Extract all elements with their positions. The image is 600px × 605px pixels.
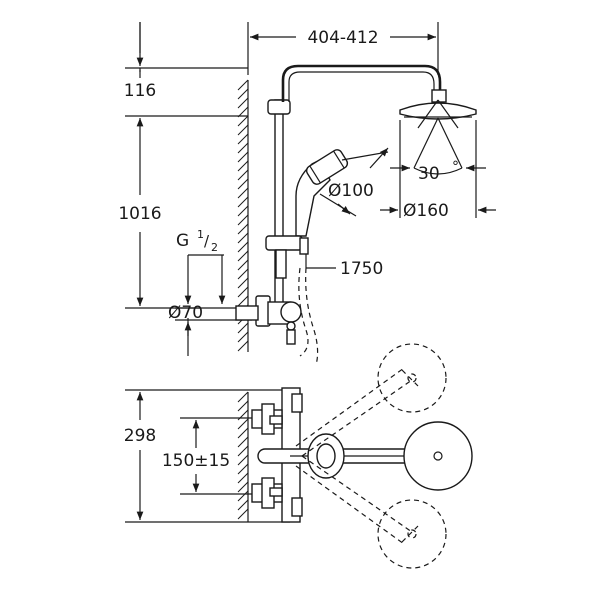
wall-hatch-line (237, 142, 249, 154)
wall-hatch-line (237, 88, 249, 100)
wall-hatch-line (237, 508, 249, 520)
wall-hatch-line (237, 286, 249, 298)
dim-hose-length: 1750 (298, 259, 383, 366)
label-thread-num: 1 (197, 228, 204, 241)
wall-hatch-line (237, 205, 249, 217)
dim-thread: G 1 / 2 Ø70 (168, 228, 252, 356)
wall-hatch-line (237, 115, 249, 127)
slide-holder (265, 235, 309, 279)
wall-hatch-line (237, 268, 249, 280)
wall-hatch-line (237, 106, 249, 118)
wall-hatch-line (237, 445, 249, 457)
arm-top (257, 421, 473, 491)
shower-rail (267, 64, 442, 306)
label-thread-slash: / (204, 232, 210, 250)
wall-hatch-line (237, 223, 249, 235)
wall-hatch-line (237, 499, 249, 511)
wall-hatch-line (237, 178, 249, 190)
wall-hatch-line (237, 124, 249, 136)
label-depth: 298 (124, 426, 156, 446)
wall-hatch-line (237, 418, 249, 430)
wall-hatch-line (237, 472, 249, 484)
wall-hatch-line (237, 232, 249, 244)
wall-hatch-line (237, 295, 249, 307)
wall-hatch-line (237, 481, 249, 493)
front-view: 404-412 116 1016 G 1 / 2 Ø70 (118, 22, 496, 366)
dim-depth: 298 (124, 389, 290, 523)
dim-head-angle: 30 ° (390, 117, 486, 184)
label-hand-diameter: Ø100 (328, 181, 374, 201)
wall-hatch-line (237, 340, 249, 352)
label-arm-width: 404-412 (307, 28, 378, 48)
wall-hatch-line (237, 196, 249, 208)
arm-rotation-positions (295, 343, 447, 569)
wall-hatch-line (237, 169, 249, 181)
label-angle-unit: ° (452, 159, 459, 175)
mixer-front (235, 295, 302, 345)
label-arm-height: 116 (124, 81, 156, 101)
dim-left-vertical: 116 1016 (118, 22, 248, 309)
wall-hatch-line (237, 151, 249, 163)
wall-hatch-line (237, 259, 249, 271)
wall-hatch-line (237, 427, 249, 439)
wall-hatch-line (237, 463, 249, 475)
label-centres: 150±15 (162, 451, 230, 471)
dim-centres: 150±15 (162, 417, 262, 495)
wall-hatch-line (237, 400, 249, 412)
wall-hatch-line (237, 322, 249, 334)
wall-hatch-line (237, 97, 249, 109)
wall-hatch-line (237, 241, 249, 253)
top-view: 298 150±15 (124, 343, 473, 569)
wall-hatch-line (237, 187, 249, 199)
head-shower-front (399, 89, 477, 129)
wall-hatch-line (237, 250, 249, 262)
wall-hatch-line (237, 391, 249, 403)
label-hose-length: 1750 (340, 259, 383, 279)
wall-hatch-line (237, 331, 249, 343)
wall-hatch-line (237, 79, 249, 91)
wall-hatch-line (237, 454, 249, 466)
wall-hatch-line (237, 490, 249, 502)
wall-hatch-line (237, 214, 249, 226)
hand-shower-front: Ø100 (295, 147, 389, 237)
label-total-height: 1016 (118, 204, 161, 224)
label-head-angle: 30 (418, 164, 440, 184)
dim-arm-width: 404-412 (247, 22, 439, 75)
label-thread-den: 2 (211, 241, 218, 254)
wall-hatch-line (237, 133, 249, 145)
label-head-diameter: Ø160 (403, 201, 449, 221)
label-thread-prefix: G (176, 231, 189, 251)
wall-top (237, 391, 249, 522)
wall-hatch-line (237, 436, 249, 448)
wall-hatch-line (237, 160, 249, 172)
dim-head-diameter: Ø160 (380, 120, 496, 221)
wall-hatch-line (237, 277, 249, 289)
